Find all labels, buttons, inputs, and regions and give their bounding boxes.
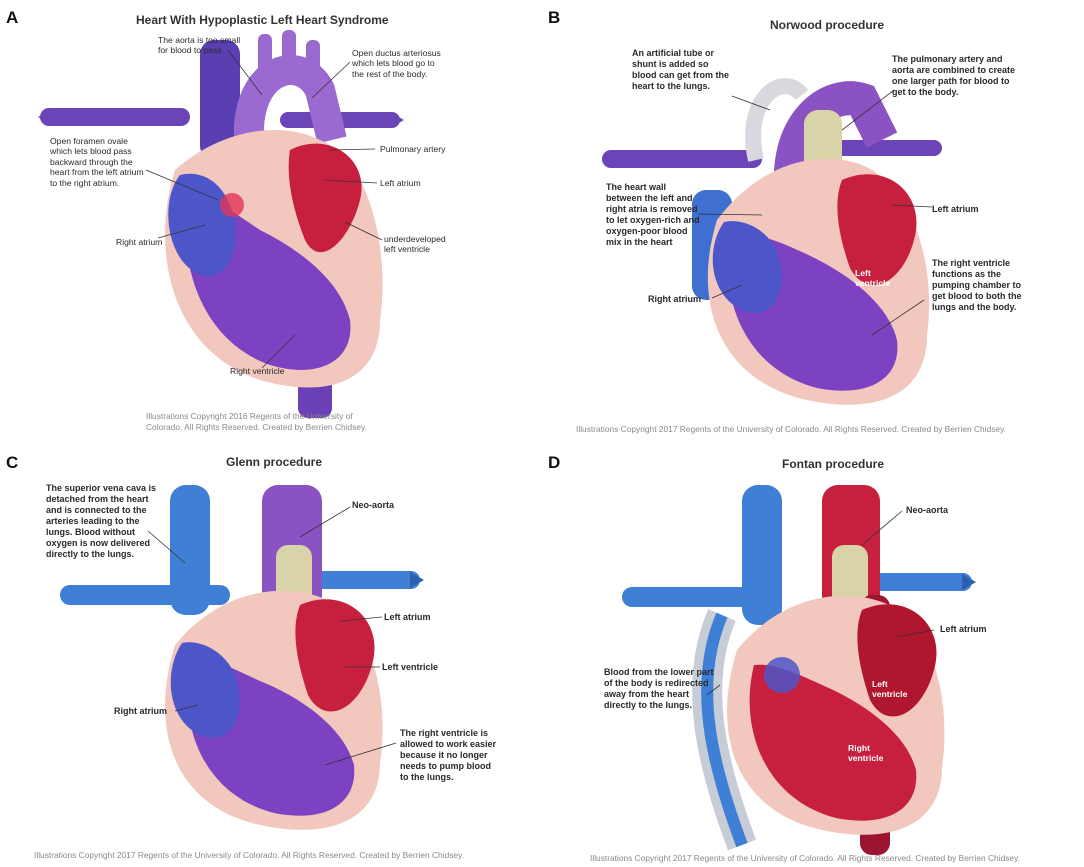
arrow-right-icon bbox=[390, 112, 404, 128]
panel-letter: C bbox=[6, 453, 19, 472]
right-ventricle bbox=[749, 664, 917, 821]
label-foramen: Open foramen ovale which lets blood pass… bbox=[50, 136, 144, 188]
right-pulmonary-branch bbox=[290, 571, 420, 589]
panel-title: Heart With Hypoplastic Left Heart Syndro… bbox=[136, 13, 389, 27]
label-lower-body: Blood from the lower part of the body is… bbox=[604, 667, 714, 710]
left-pulmonary-branch bbox=[602, 150, 762, 168]
panel-letter: D bbox=[548, 453, 561, 472]
label-rv-function: The right ventricle functions as the pum… bbox=[932, 258, 1022, 312]
hlhs-heart-illustration bbox=[38, 30, 404, 418]
aortic-arch bbox=[233, 55, 347, 152]
arch-vessel-3 bbox=[306, 40, 320, 80]
glenn-heart-illustration bbox=[60, 485, 424, 830]
left-ventricle-small bbox=[288, 143, 362, 253]
label-shunt: An artificial tube or shunt is added so … bbox=[632, 48, 730, 91]
left-ventricle bbox=[295, 599, 375, 712]
panel-title: Fontan procedure bbox=[782, 457, 885, 471]
panel-b-norwood: B Norwood procedure An artificial tube o… bbox=[542, 0, 1084, 442]
arch-vessel-1 bbox=[258, 34, 272, 74]
left-pulmonary-branch bbox=[622, 587, 782, 607]
right-pulmonary-branch bbox=[822, 140, 942, 156]
left-pulmonary-branch bbox=[40, 108, 190, 126]
panel-title: Glenn procedure bbox=[226, 455, 323, 469]
copyright-text: Illustrations Copyright 2017 Regents of … bbox=[34, 850, 464, 860]
label-right-ventricle: Right ventricle bbox=[848, 743, 884, 764]
label-neo-aorta: Neo-aorta bbox=[352, 500, 395, 510]
label-left-ventricle: Left ventricle bbox=[855, 268, 891, 289]
panel-letter: A bbox=[6, 8, 19, 27]
arrow-right-icon bbox=[410, 572, 424, 588]
left-ventricle bbox=[857, 604, 937, 717]
foramen-ovale bbox=[220, 193, 244, 217]
panel-d-fontan: D Fontan procedure Neo-aorta Left atrium… bbox=[542, 445, 1084, 867]
panel-c-glenn: C Glenn procedure The superior vena cava… bbox=[0, 445, 542, 867]
label-underdeveloped-lv: underdeveloped left ventricle bbox=[384, 234, 446, 255]
label-right-ventricle: Right ventricle bbox=[230, 366, 285, 376]
label-left-ventricle: Left ventricle bbox=[382, 662, 439, 672]
atrial-blood bbox=[764, 657, 800, 693]
label-left-ventricle: Left ventricle bbox=[872, 679, 908, 700]
right-atrium bbox=[168, 173, 236, 277]
label-left-atrium: Left atrium bbox=[932, 204, 979, 214]
norwood-heart-illustration bbox=[602, 78, 942, 405]
right-atrium bbox=[170, 642, 240, 739]
label-right-atrium: Right atrium bbox=[114, 706, 167, 716]
superior-vena-cava bbox=[170, 485, 210, 615]
label-rv-easier: The right ventricle is allowed to work e… bbox=[400, 728, 497, 782]
label-aorta-small: The aorta is too small for blood to pass bbox=[158, 35, 241, 56]
left-pulmonary-branch bbox=[60, 585, 230, 605]
copyright-text: Illustrations Copyright 2016 Regents of … bbox=[146, 411, 367, 432]
label-right-atrium: Right atrium bbox=[648, 294, 701, 304]
label-left-atrium: Left atrium bbox=[940, 624, 987, 634]
label-pulmonary-artery: Pulmonary artery bbox=[380, 144, 446, 154]
arch-vessel-2 bbox=[282, 30, 296, 70]
label-right-atrium: Right atrium bbox=[116, 237, 163, 247]
arrow-right-icon bbox=[962, 574, 976, 590]
shunt-tube bbox=[745, 78, 809, 162]
label-left-atrium: Left atrium bbox=[380, 178, 421, 188]
left-ventricle bbox=[837, 174, 917, 286]
conduit-flow bbox=[701, 612, 748, 848]
panel-title: Norwood procedure bbox=[770, 18, 885, 32]
fontan-heart-illustration bbox=[622, 485, 976, 855]
panel-letter: B bbox=[548, 8, 561, 27]
label-combined: The pulmonary artery and aorta are combi… bbox=[892, 54, 1016, 97]
copyright-text: Illustrations Copyright 2017 Regents of … bbox=[590, 853, 1020, 863]
superior-vena-cava bbox=[200, 40, 240, 160]
arrow-left-icon bbox=[38, 109, 52, 125]
panel-a-hlhs: A Heart With Hypoplastic Left Heart Synd… bbox=[0, 0, 542, 442]
label-ductus: Open ductus arteriosus which lets blood … bbox=[352, 48, 441, 79]
label-left-atrium: Left atrium bbox=[384, 612, 431, 622]
label-heart-wall: The heart wall between the left and righ… bbox=[606, 182, 700, 247]
label-svc: The superior vena cava is detached from … bbox=[46, 483, 157, 559]
label-neo-aorta: Neo-aorta bbox=[906, 505, 949, 515]
copyright-text: Illustrations Copyright 2017 Regents of … bbox=[576, 424, 1006, 434]
